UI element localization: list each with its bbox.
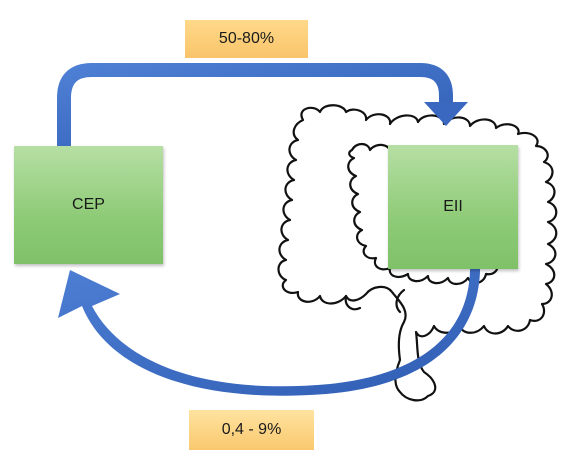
eii-label: EII bbox=[443, 198, 463, 215]
bottom-percentage-label: 0,4 - 9% bbox=[189, 410, 314, 450]
top-percentage-text: 50-80% bbox=[218, 30, 275, 47]
bottom-percentage-text: 0,4 - 9% bbox=[221, 421, 282, 438]
upper-arrow bbox=[57, 63, 468, 147]
eii-node: EII bbox=[388, 145, 518, 269]
cep-label: CEP bbox=[72, 196, 105, 213]
top-percentage-label: 50-80% bbox=[185, 20, 308, 58]
cep-node: CEP bbox=[14, 146, 163, 264]
